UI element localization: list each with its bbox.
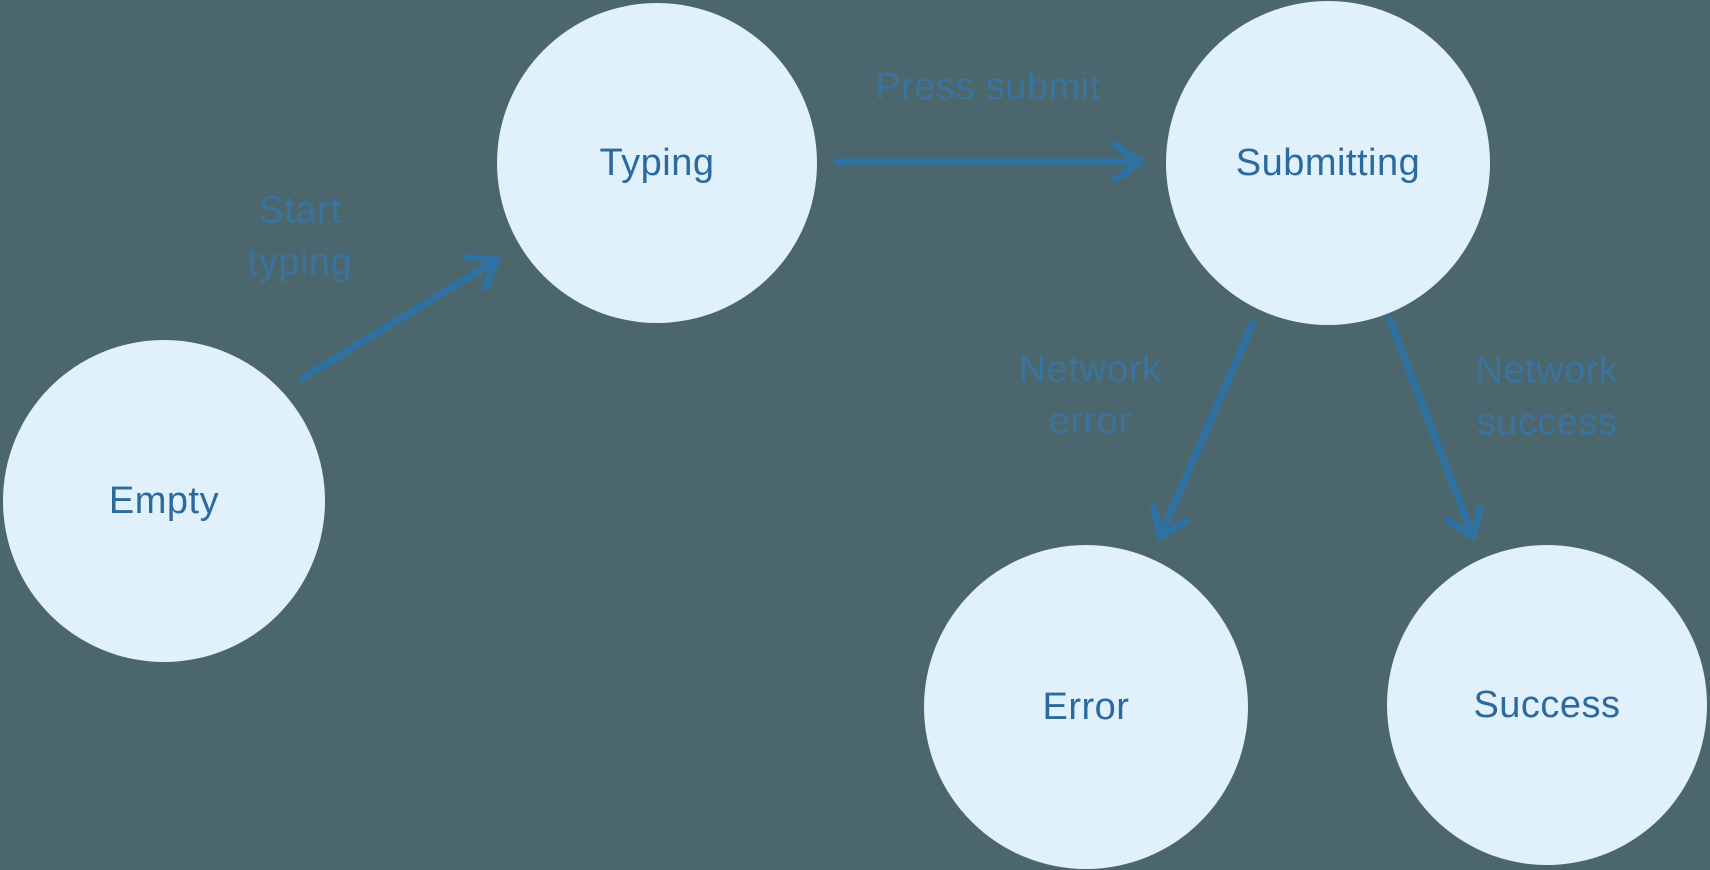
edge-label-press-submit: Press submit — [875, 65, 1101, 108]
edge-label-network-success: Network success — [1475, 349, 1619, 444]
state-node-empty: Empty — [3, 340, 325, 662]
edge-network-error-line — [1156, 319, 1257, 541]
state-node-label-error: Error — [1042, 685, 1130, 728]
edge-network-success-arrowhead — [1444, 504, 1485, 541]
edge-label-start-typing: Start typing — [247, 189, 353, 284]
state-node-typing: Typing — [497, 3, 817, 323]
state-node-submitting: Submitting — [1166, 1, 1490, 325]
edge-press-submit-arrowhead — [1112, 141, 1144, 183]
state-node-label-submitting: Submitting — [1235, 141, 1421, 184]
state-node-label-empty: Empty — [108, 479, 220, 522]
edge-network-error-arrowhead — [1150, 504, 1190, 541]
state-node-success: Success — [1387, 545, 1707, 865]
edge-start-typing-line — [299, 256, 501, 382]
state-node-label-success: Success — [1473, 683, 1621, 726]
edge-network-success-line — [1386, 316, 1477, 541]
edge-start-typing-arrowhead — [463, 254, 501, 292]
edge-label-network-error: Network error — [1018, 348, 1162, 443]
state-node-error: Error — [924, 545, 1248, 869]
state-node-label-typing: Typing — [599, 141, 715, 184]
